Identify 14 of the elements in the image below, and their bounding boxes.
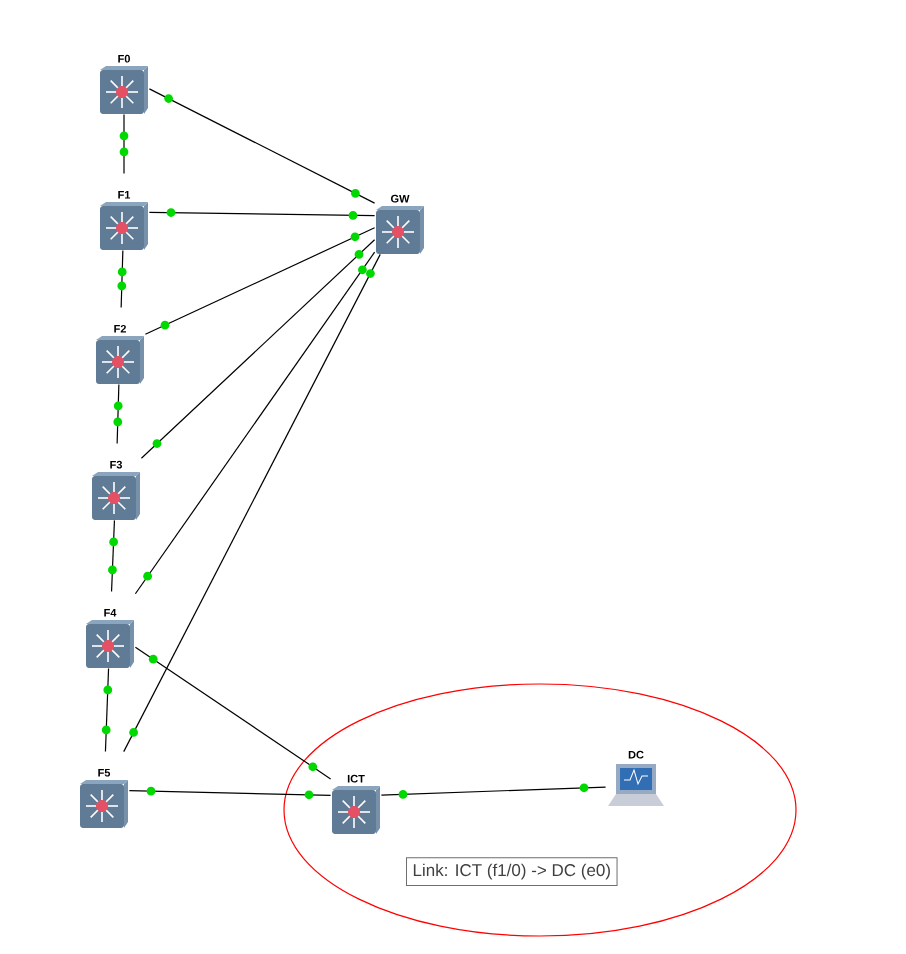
link-line <box>134 646 332 780</box>
link-line <box>380 786 607 796</box>
link-line <box>144 227 376 335</box>
link-line <box>123 253 381 753</box>
link-line <box>123 113 125 175</box>
link-line <box>134 251 376 595</box>
link-line <box>140 239 376 459</box>
link-line <box>148 88 376 204</box>
link-tooltip: Link: ICT (f1/0) -> DC (e0) <box>406 857 618 886</box>
link-line <box>116 383 120 445</box>
link-line <box>104 667 110 753</box>
link-line <box>148 211 376 217</box>
link-line <box>120 249 124 309</box>
link-line <box>128 790 332 796</box>
